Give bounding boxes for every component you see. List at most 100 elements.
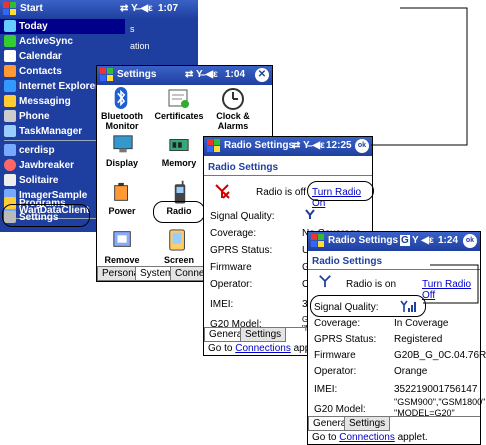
row-label: Operator:	[314, 366, 357, 377]
row-label: Firmware	[210, 262, 252, 273]
header-rule	[308, 269, 480, 270]
row-label: G20 Model:	[314, 404, 366, 415]
signal-quality-callout	[310, 295, 426, 317]
signal-low-icon	[305, 209, 315, 219]
header-rule	[204, 175, 372, 176]
row-label: Operator:	[210, 279, 253, 290]
ok-button[interactable]: ok	[463, 234, 477, 248]
signal-full-icon	[400, 300, 416, 312]
turn-radio-on-link[interactable]: Turn Radio On	[312, 187, 362, 209]
calendar-icon	[4, 50, 16, 63]
icon-label-display: Display	[105, 158, 138, 168]
menu-item-jawbreaker[interactable]: Jawbreaker	[4, 158, 74, 173]
radio-on-header: Radio Settings	[312, 256, 383, 267]
bluetooth-icon[interactable]	[111, 87, 131, 109]
row-value: In Coverage	[394, 318, 449, 329]
status-icons: Y ◀ε	[412, 235, 434, 246]
status-icons: ⇄ Y̶ ◀ε	[185, 69, 218, 80]
radio-callout	[153, 201, 205, 223]
background-partial-text: s ation	[128, 22, 198, 62]
row-label: G20 Model:	[210, 319, 262, 330]
status-icons: ⇄ Y̶ ◀ε	[292, 140, 325, 151]
row-value: "GSM900","GSM1800" "MODEL=G20"	[394, 397, 486, 418]
power-icon[interactable]	[111, 182, 133, 204]
radio-on-window: Radio Settings G Y ◀ε 1:24 ok Radio Sett…	[307, 231, 486, 445]
icon-label-radio: Radio	[166, 206, 192, 216]
icon-label-certificates: Certificates	[154, 111, 204, 121]
tab-settings[interactable]: Settings	[240, 328, 287, 342]
row-value: 352219001756147	[394, 384, 478, 395]
menu-item-calendar[interactable]: Calendar	[4, 49, 62, 64]
connector-radio-on	[371, 7, 468, 146]
radio-off-titlebar: Radio Settings ⇄ Y̶ ◀ε 12:25 ok	[204, 137, 372, 156]
turn-radio-on-callout	[307, 181, 374, 201]
settings-window: Settings ⇄ Y̶ ◀ε 1:04 ✕ Bluetooth Monito…	[96, 65, 273, 282]
icon-label-memory: Memory	[161, 158, 197, 168]
display-icon[interactable]	[111, 134, 135, 156]
remove-programs-icon[interactable]	[111, 228, 135, 250]
certificates-icon[interactable]	[167, 86, 191, 110]
start-title: Start	[20, 3, 43, 14]
settings-tabs: Personal System Connection	[97, 266, 272, 281]
clock: 12:25	[326, 140, 352, 151]
clock: 1:04	[225, 69, 246, 80]
jawbreaker-icon	[4, 159, 16, 172]
memory-icon[interactable]	[167, 134, 191, 156]
connections-link[interactable]: Connections	[235, 343, 291, 354]
tab-settings[interactable]: Settings	[344, 417, 391, 431]
solitaire-icon	[4, 174, 16, 187]
clock-alarms-icon[interactable]	[221, 86, 245, 110]
status-icons: ⇄ Y̶ ◀ε	[120, 3, 153, 14]
footer-text: Go to Connections applet.	[312, 432, 428, 443]
cerdisp-icon	[4, 144, 16, 157]
menu-item-activesync[interactable]: ActiveSync	[4, 34, 73, 49]
clock: 1:24	[438, 235, 459, 246]
windows-logo-icon[interactable]	[311, 234, 324, 247]
row-value: G20B_G_0C.04.76R	[394, 350, 486, 361]
windows-logo-icon[interactable]	[100, 68, 113, 81]
radio-off-title: Radio Settings	[224, 140, 295, 151]
radio-status: Radio is off	[256, 187, 306, 198]
menu-item-messaging[interactable]: Messaging	[4, 94, 71, 109]
menu-item-phone[interactable]: Phone	[4, 109, 50, 124]
clock: 1:07	[158, 3, 179, 14]
connections-link[interactable]: Connections	[339, 432, 395, 443]
today-icon	[4, 20, 16, 33]
windows-logo-icon[interactable]	[207, 139, 220, 152]
start-titlebar: Start ⇄ Y̶ ◀ε 1:07	[0, 0, 198, 19]
menu-divider	[4, 218, 121, 219]
radio-off-tabs: General Settings	[204, 327, 372, 342]
contacts-icon	[4, 65, 16, 78]
icon-label-power: Power	[108, 206, 136, 216]
menu-item-taskmanager[interactable]: TaskManager	[4, 124, 82, 139]
icon-label-clock: Clock & Alarms	[216, 111, 250, 131]
turn-radio-off-link[interactable]: Turn Radio Off	[422, 279, 472, 301]
row-label: Signal Quality:	[314, 302, 379, 313]
messaging-icon	[4, 95, 16, 108]
settings-callout	[2, 204, 90, 227]
menu-divider	[4, 140, 121, 141]
close-button[interactable]: ✕	[255, 68, 269, 82]
row-label: Coverage:	[210, 228, 257, 239]
settings-titlebar: Settings ⇄ Y̶ ◀ε 1:04 ✕	[97, 66, 272, 85]
gprs-indicator: G	[400, 235, 410, 246]
row-label: Firmware	[314, 350, 356, 361]
row-label: GPRS Status:	[314, 334, 377, 345]
menu-item-internet-explorer[interactable]: Internet Explorer	[4, 79, 99, 94]
windows-logo-icon[interactable]	[3, 2, 16, 15]
antenna-off-icon	[215, 184, 230, 199]
menu-item-cerdisp[interactable]: cerdisp	[4, 143, 55, 158]
row-label: IMEI:	[314, 384, 338, 395]
radio-on-tabs: General Settings	[308, 416, 480, 431]
ok-button[interactable]: ok	[355, 139, 369, 153]
radio-off-header: Radio Settings	[208, 162, 279, 173]
antenna-on-icon	[319, 275, 331, 288]
row-value: Registered	[394, 334, 443, 345]
menu-item-solitaire[interactable]: Solitaire	[4, 173, 58, 188]
menu-item-contacts[interactable]: Contacts	[4, 64, 62, 79]
screen-icon[interactable]	[167, 228, 189, 252]
activesync-icon	[4, 35, 16, 48]
radio-phone-icon[interactable]	[173, 180, 187, 206]
menu-item-today[interactable]: Today	[0, 19, 125, 34]
radio-status: Radio is on	[346, 279, 397, 290]
